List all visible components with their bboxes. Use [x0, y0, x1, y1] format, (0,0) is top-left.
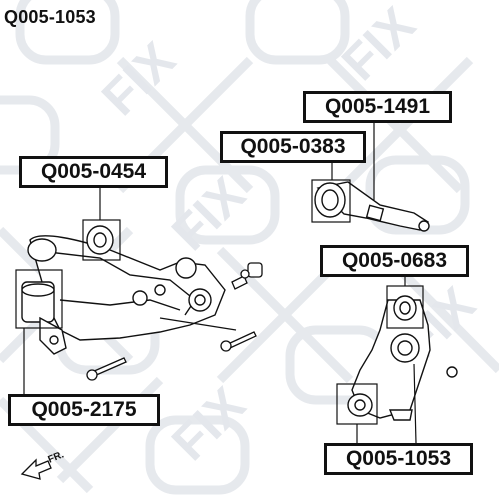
page-title: Q005-1053 — [4, 7, 96, 27]
bushing-q005-2175 — [21, 281, 67, 355]
bushing-q005-0683-box — [386, 277, 424, 329]
bushing-q005-0383-box — [311, 123, 375, 223]
part-label-q005-1053: Q005-1053 — [324, 443, 473, 475]
bolts-and-nuts — [86, 262, 263, 381]
part-label-q005-0454: Q005-0454 — [19, 156, 168, 188]
bushing-q005-1053-box — [336, 363, 417, 444]
part-label-q005-0383: Q005-0383 — [220, 131, 366, 163]
part-label-q005-1491: Q005-1491 — [303, 91, 452, 123]
upper-control-arm — [314, 181, 430, 232]
bushing-q005-0454-box — [82, 188, 121, 261]
lower-arm-assembly — [27, 225, 226, 341]
part-label-q005-0683: Q005-0683 — [320, 245, 469, 277]
front-direction-arrow-icon — [20, 458, 52, 480]
bushing-q005-2175-box — [15, 269, 63, 394]
knuckle-assembly — [347, 295, 458, 421]
part-label-q005-2175: Q005-2175 — [8, 394, 160, 426]
